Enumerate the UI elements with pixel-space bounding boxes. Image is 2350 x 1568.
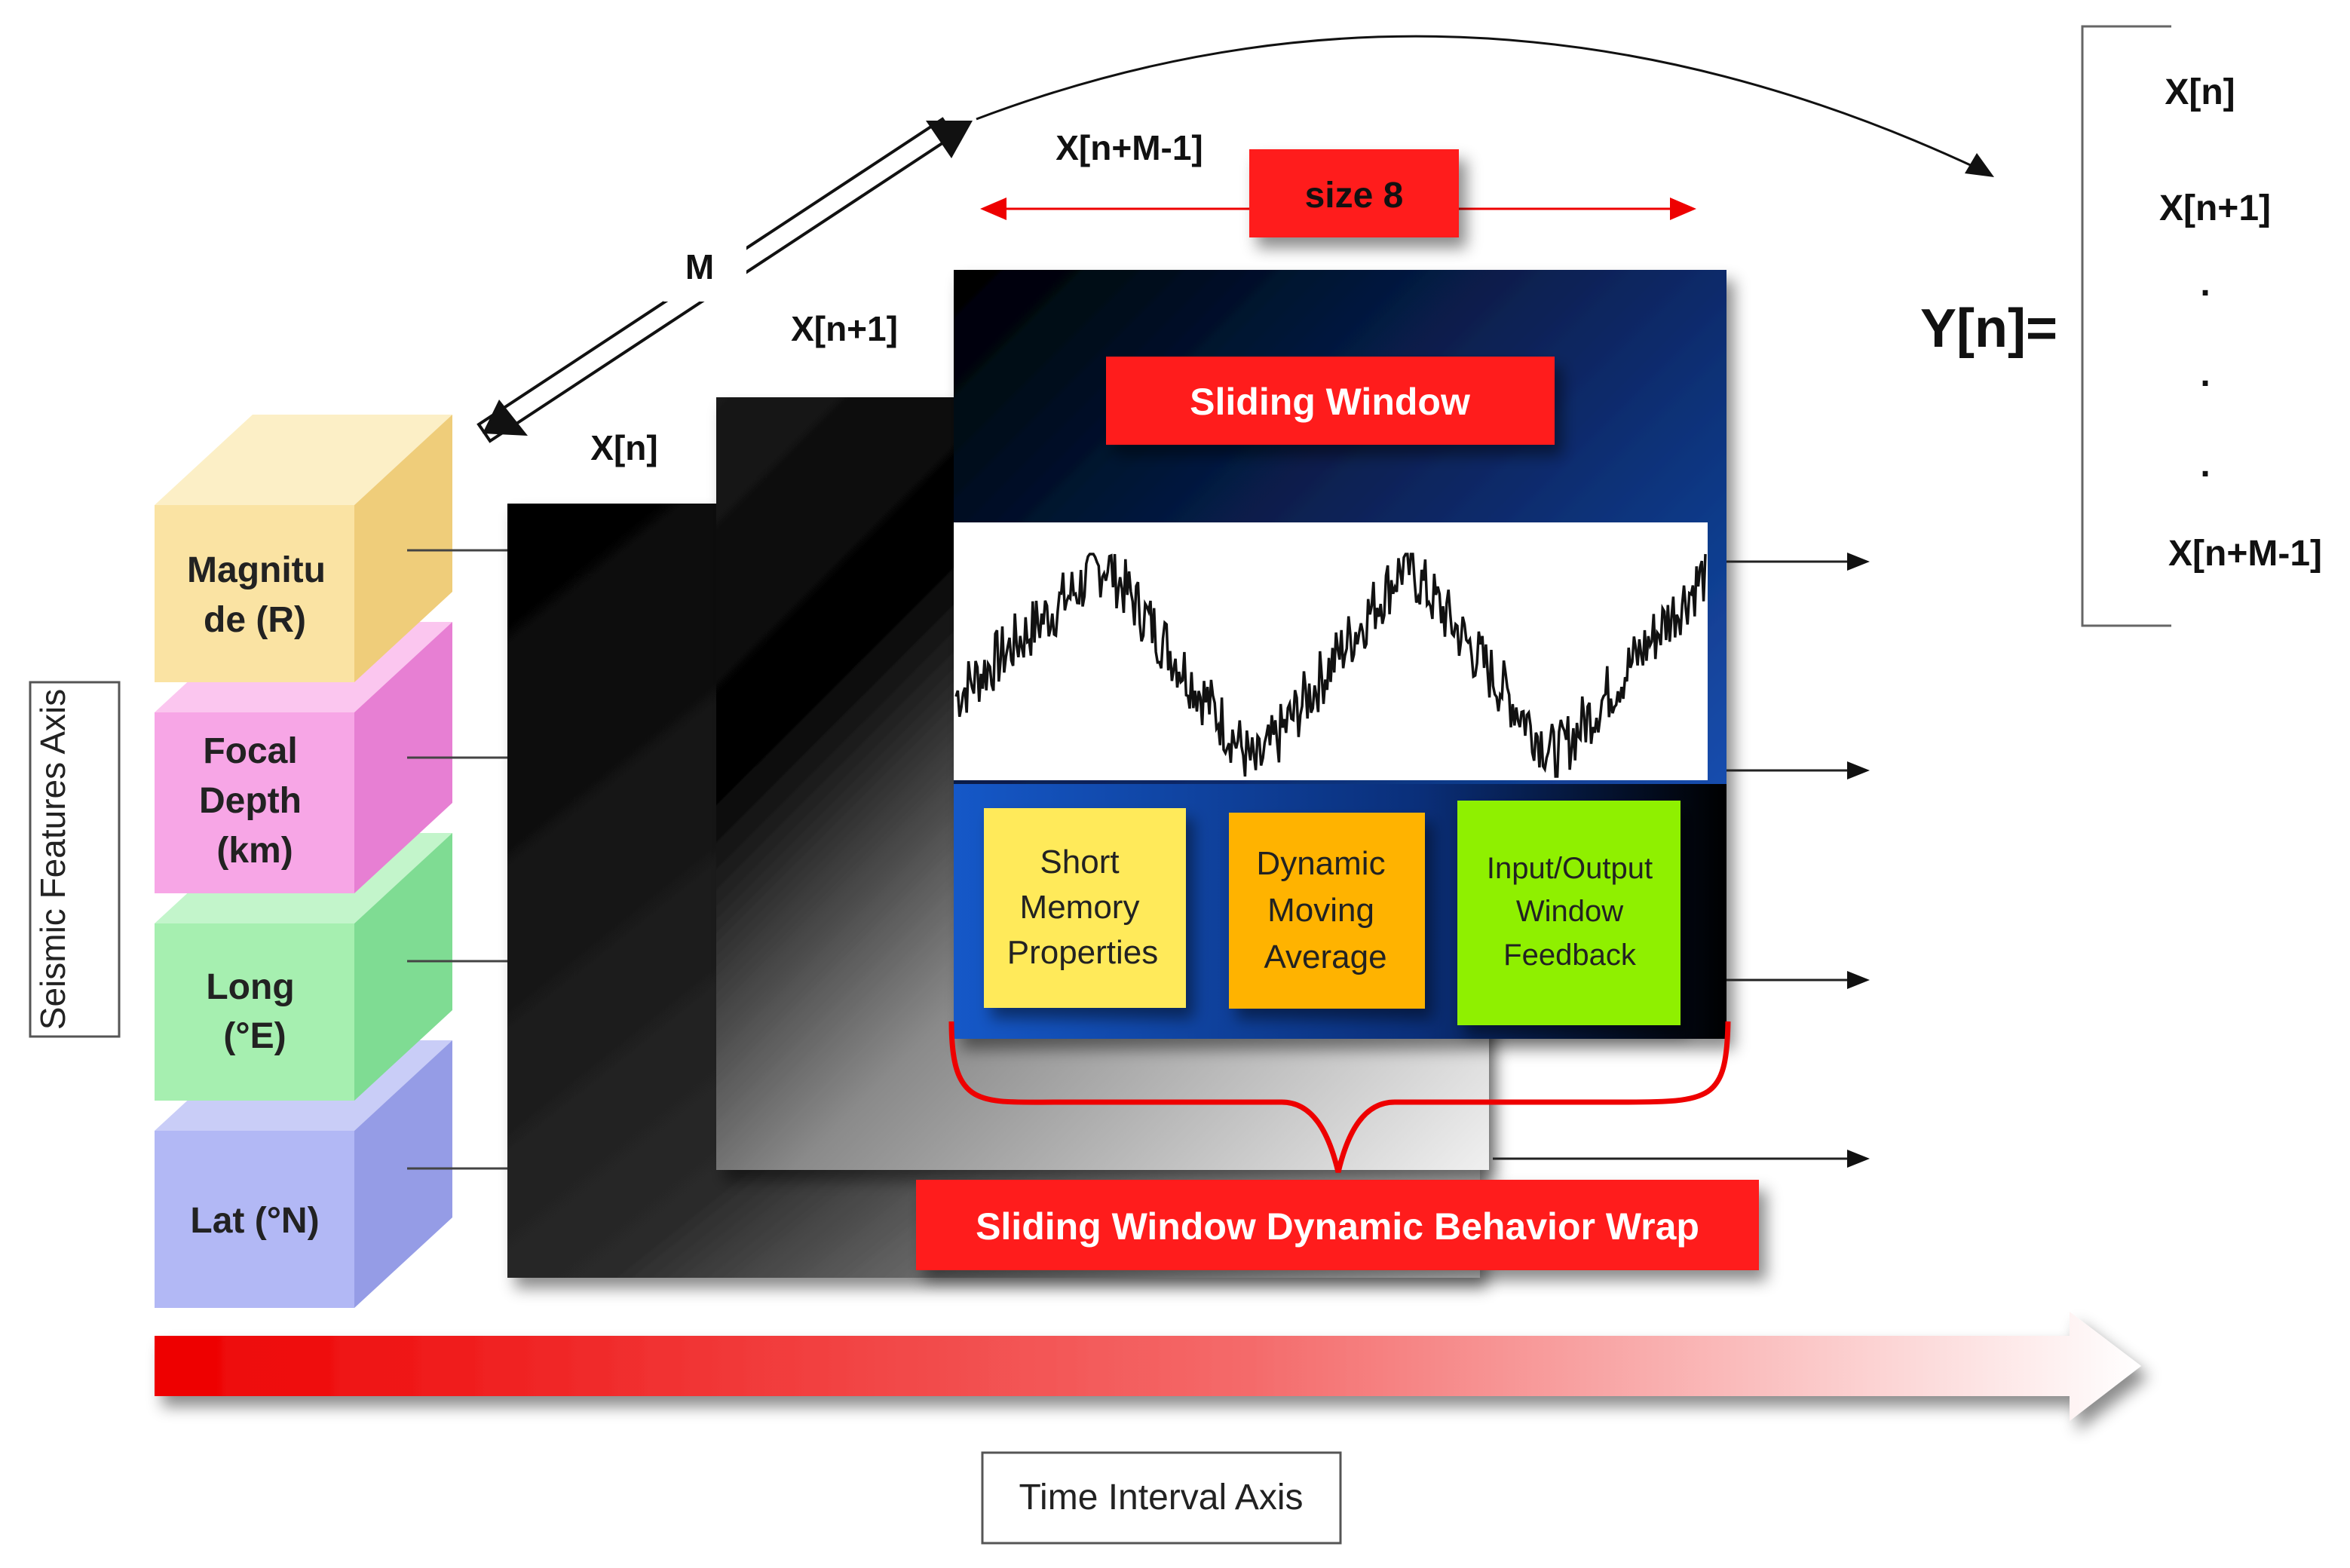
- wrap-brace: [948, 1021, 1731, 1173]
- feature-cubes: Lat (°N) Long (°E) Focal Depth (km) Magn…: [155, 415, 452, 1308]
- cube-magnitude-label-1: Magnitu: [187, 550, 326, 590]
- short-memory-line-1: Short: [1040, 844, 1119, 880]
- dynamic-moving-average-line-1: Dynamic: [1256, 845, 1385, 882]
- cube-longitude-label-2: (°E): [223, 1016, 286, 1056]
- cube-focal-depth-label-3: (km): [216, 831, 293, 871]
- window-size-indicator: size 8: [980, 149, 1696, 237]
- time-axis-label-box: Time Interval Axis: [981, 1451, 1342, 1545]
- output-entry-4: .: [2200, 354, 2210, 394]
- io-window-feedback-line-2: Window: [1516, 895, 1623, 928]
- output-entry-5: .: [2200, 445, 2210, 485]
- label-x-nm1: X[n+M-1]: [1056, 128, 1203, 167]
- output-vector: Y[n]= X[n] X[n+1] . . . X[n+M-1]: [1920, 25, 2322, 627]
- cube-longitude-label-1: Long: [206, 967, 294, 1007]
- io-window-feedback-line-1: Input/Output: [1487, 852, 1653, 885]
- short-memory-box: Short Memory Properties: [984, 808, 1186, 1008]
- output-bracket: [2081, 25, 2171, 627]
- cube-magnitude: Magnitu de (R): [155, 415, 452, 682]
- dynamic-moving-average-line-2: Moving: [1267, 892, 1374, 929]
- short-memory-line-3: Properties: [1007, 934, 1159, 971]
- cube-latitude-label: Lat (°N): [190, 1201, 319, 1241]
- seismic-features-axis-label: Seismic Features Axis: [33, 689, 72, 1030]
- wrap-label-box: Sliding Window Dynamic Behavior Wrap: [916, 1180, 1759, 1270]
- window-size-label: size 8: [1305, 176, 1404, 216]
- signal-waveform: [954, 553, 1707, 778]
- time-axis-label: Time Interval Axis: [1019, 1478, 1304, 1517]
- time-axis-arrow: [155, 1312, 2141, 1421]
- sliding-window-panel: Sliding Window Short Memory Properties D…: [954, 270, 1726, 1039]
- cube-connectors: [407, 549, 509, 1170]
- output-entry-1: X[n]: [2165, 72, 2235, 112]
- cube-focal-depth-label-2: Depth: [199, 781, 302, 821]
- depth-m-label: M: [685, 247, 714, 286]
- wrap-label: Sliding Window Dynamic Behavior Wrap: [976, 1205, 1699, 1248]
- output-entry-2: X[n+1]: [2159, 188, 2271, 228]
- dynamic-moving-average-line-3: Average: [1264, 939, 1386, 975]
- depth-m-arrow: M: [476, 117, 973, 443]
- io-window-feedback-line-3: Feedback: [1503, 939, 1637, 972]
- sliding-window-title: Sliding Window: [1190, 381, 1470, 423]
- label-x-n1: X[n+1]: [791, 309, 898, 348]
- io-window-feedback-box: Input/Output Window Feedback: [1457, 801, 1681, 1025]
- output-lhs: Y[n]=: [1920, 299, 2057, 359]
- cube-magnitude-label-2: de (R): [204, 600, 306, 640]
- output-entry-3: .: [2200, 264, 2210, 304]
- output-entry-6: X[n+M-1]: [2168, 534, 2322, 574]
- dynamic-moving-average-box: Dynamic Moving Average: [1229, 813, 1425, 1009]
- cube-focal-depth-label-1: Focal: [203, 731, 297, 771]
- output-arrows: [1493, 553, 1870, 1168]
- short-memory-line-2: Memory: [1020, 889, 1140, 926]
- seismic-features-axis: Seismic Features Axis: [29, 681, 121, 1038]
- label-x-n: X[n]: [590, 428, 657, 467]
- signal-plot: [954, 522, 1708, 780]
- output-arc-arrow: [976, 35, 1994, 177]
